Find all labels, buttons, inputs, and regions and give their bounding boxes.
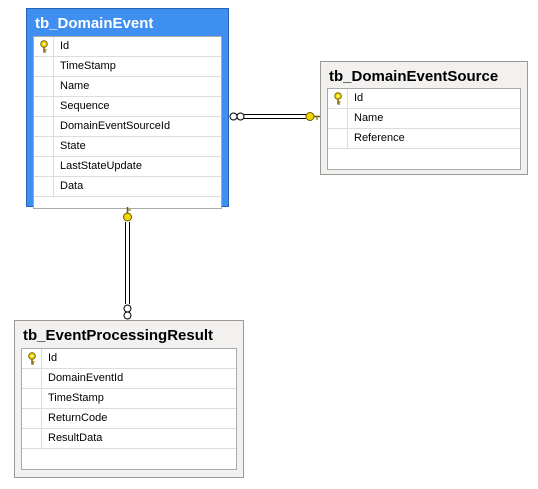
column-name: Id [48,352,58,364]
column-row[interactable]: TimeStamp [34,57,221,77]
row-selector[interactable] [328,129,348,148]
column-name: DomainEventId [48,372,124,384]
column-name: Name [354,112,384,124]
table-title: tb_DomainEvent [35,15,154,32]
column-row[interactable]: TimeStamp [22,389,236,409]
primary-key-icon [28,352,36,365]
primary-key-icon [334,92,342,105]
row-selector[interactable] [328,109,348,128]
column-name: Id [354,92,364,104]
row-selector[interactable] [22,409,42,428]
column-name: LastStateUpdate [60,160,142,172]
column-name: DomainEventSourceId [60,120,171,132]
table-title: tb_EventProcessingResult [23,327,214,344]
column-row[interactable]: LastStateUpdate [34,157,221,177]
column-row[interactable]: Id [22,349,236,369]
row-selector[interactable] [34,77,54,96]
column-row[interactable]: ReturnCode [22,409,236,429]
column-row[interactable]: ResultData [22,429,236,449]
column-name: Id [60,40,70,52]
column-row[interactable]: Id [328,89,520,109]
column-row[interactable]: Id [34,37,221,57]
column-row[interactable]: DomainEventId [22,369,236,389]
row-selector[interactable] [34,97,54,116]
row-selector[interactable] [34,117,54,136]
row-selector[interactable] [22,389,42,408]
column-name: ReturnCode [48,412,108,424]
row-selector[interactable] [328,89,348,108]
table-title: tb_DomainEventSource [329,68,499,85]
many-end-icon [229,112,245,121]
column-name: Name [60,80,90,92]
row-selector[interactable] [22,429,42,448]
column-name: ResultData [48,432,103,444]
column-row[interactable]: Sequence [34,97,221,117]
row-selector[interactable] [22,349,42,368]
column-name: Sequence [60,100,110,112]
row-selector[interactable] [34,137,54,156]
many-end-icon [123,304,132,320]
column-row[interactable]: Name [328,109,520,129]
column-name: State [60,140,86,152]
key-end-icon [305,112,320,121]
row-selector[interactable] [34,157,54,176]
column-row[interactable]: State [34,137,221,157]
column-name: Data [60,180,84,192]
column-row[interactable]: Name [34,77,221,97]
column-name: Reference [354,132,405,144]
relationship-domainevent-to-source[interactable] [229,112,320,121]
row-selector[interactable] [22,369,42,388]
column-name: TimeStamp [48,392,104,404]
relationship-result-to-domainevent[interactable] [123,207,132,320]
key-end-icon [123,207,132,222]
row-selector[interactable] [34,37,54,56]
column-name: TimeStamp [60,60,116,72]
row-selector[interactable] [34,177,54,196]
column-row[interactable]: Data [34,177,221,197]
column-row[interactable]: DomainEventSourceId [34,117,221,137]
primary-key-icon [40,40,48,53]
column-row[interactable]: Reference [328,129,520,149]
row-selector[interactable] [34,57,54,76]
